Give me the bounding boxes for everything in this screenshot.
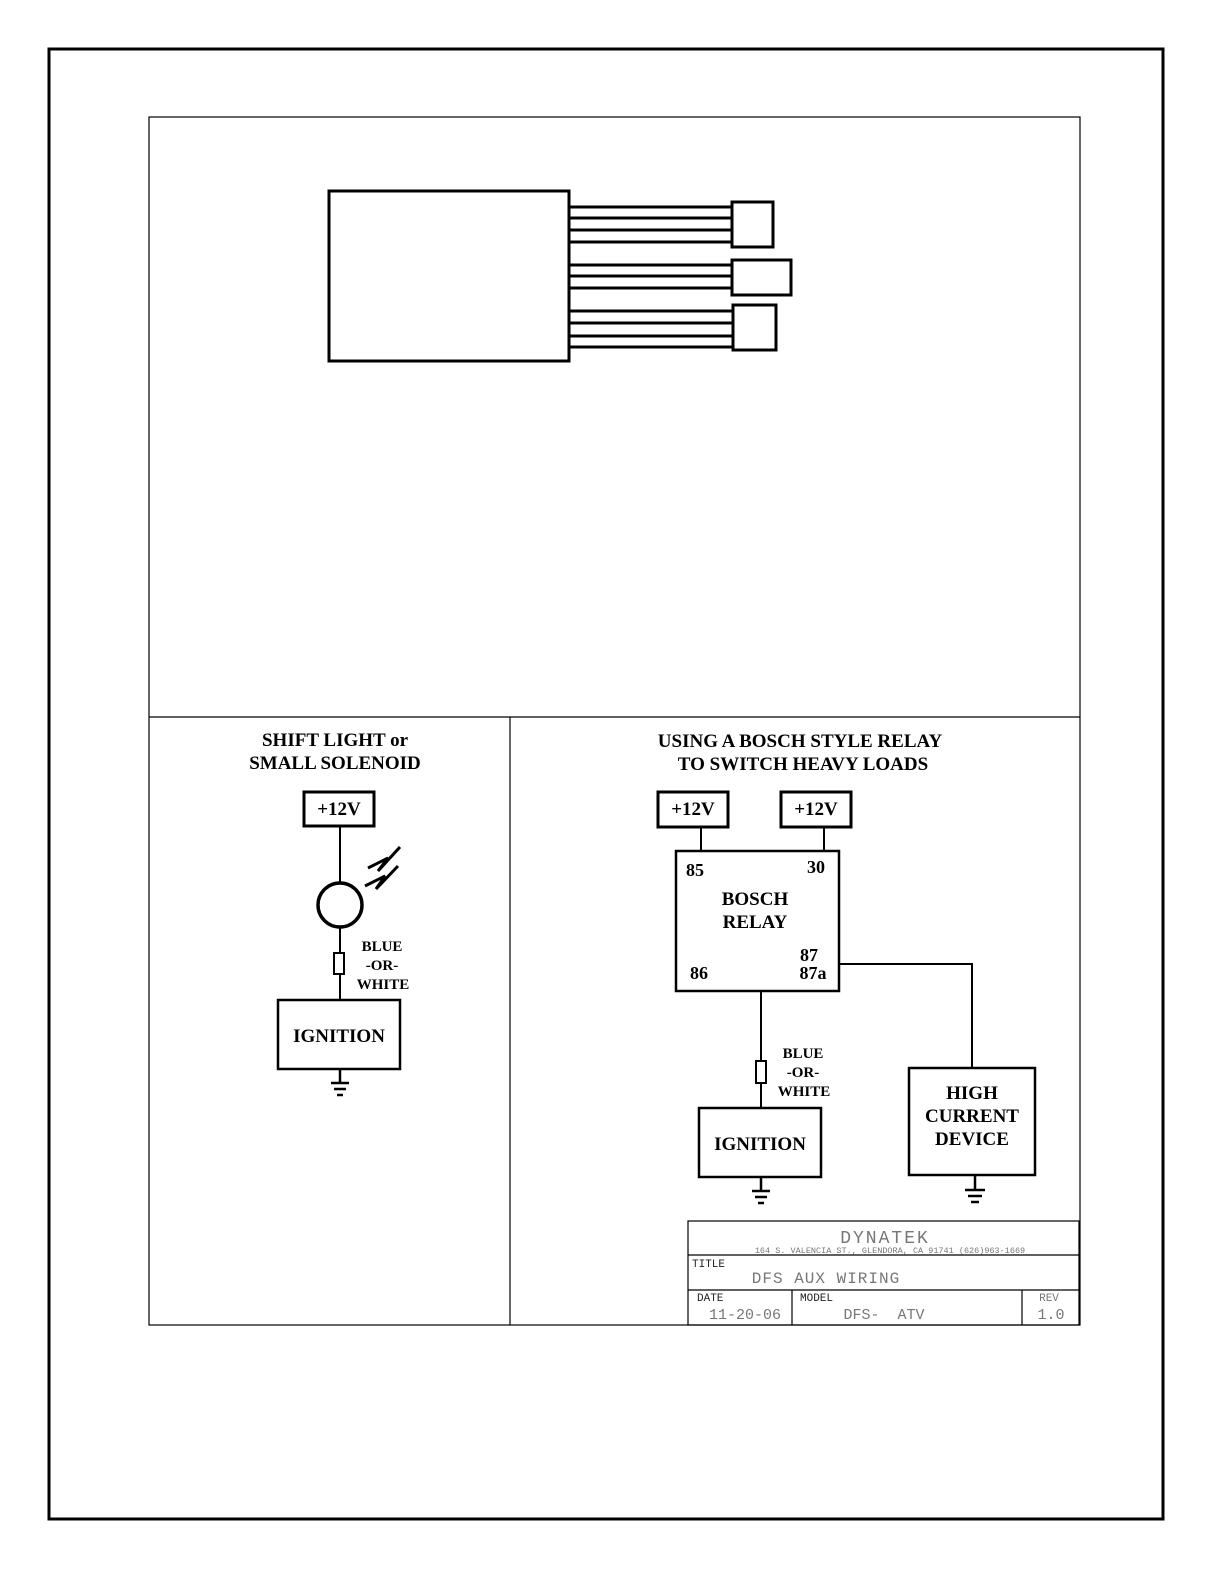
device-label: CURRENT	[925, 1106, 1019, 1127]
section-title: SHIFT LIGHT or	[262, 730, 409, 751]
relay-box	[674, 849, 841, 993]
rev-value: 1.0	[1037, 1307, 1064, 1324]
connector-1	[730, 200, 775, 249]
company-address: 164 S. VALENCIA ST., GLENDORA, CA 91741 …	[755, 1246, 1025, 1256]
title-label: TITLE	[692, 1259, 725, 1271]
shift-light-section: SHIFT LIGHT or SMALL SOLENOID +12V BLUE …	[249, 730, 421, 1097]
light-rays-icon	[364, 845, 402, 891]
ignition-label: IGNITION	[714, 1134, 806, 1155]
section-title: SMALL SOLENOID	[249, 753, 421, 774]
model-value: DFS- ATV	[843, 1307, 924, 1324]
pin-86-label: 86	[690, 963, 708, 983]
pin-30-label: 30	[807, 857, 825, 877]
power-box-left	[656, 790, 730, 829]
wire-color-label: -OR-	[366, 958, 399, 974]
power-label: +12V	[671, 799, 715, 820]
power-box-right	[779, 790, 853, 829]
model-label: MODEL	[800, 1293, 833, 1305]
outer-border	[47, 47, 1165, 1521]
connector-2	[730, 258, 793, 297]
section-title: TO SWITCH HEAVY LOADS	[678, 754, 928, 775]
drawing-frame	[148, 116, 1081, 1326]
connector-3	[731, 303, 778, 352]
title-value: DFS AUX WIRING	[752, 1270, 900, 1288]
harness-wires	[569, 205, 733, 349]
device-label: DEVICE	[935, 1129, 1009, 1150]
fuse-icon	[333, 952, 345, 975]
power-label: +12V	[317, 799, 361, 820]
fuse-icon	[755, 1060, 767, 1084]
ignition-label: IGNITION	[293, 1026, 385, 1047]
date-value: 11-20-06	[709, 1307, 781, 1324]
relay-name: RELAY	[723, 912, 788, 933]
bulb-icon	[316, 881, 364, 929]
title-block: DYNATEK 164 S. VALENCIA ST., GLENDORA, C…	[687, 1220, 1080, 1326]
pin-85-label: 85	[686, 860, 704, 880]
section-title: USING A BOSCH STYLE RELAY	[658, 731, 943, 752]
pin-87-label: 87	[800, 945, 818, 965]
wire-color-label: BLUE	[362, 939, 403, 955]
high-current-device-box	[907, 1066, 1037, 1177]
company-name: DYNATEK	[840, 1229, 930, 1249]
wire-color-label: WHITE	[778, 1084, 831, 1100]
device-label: HIGH	[946, 1083, 998, 1104]
wire-color-label: BLUE	[783, 1046, 824, 1062]
date-label: DATE	[697, 1293, 724, 1305]
ground-icon	[331, 1069, 349, 1097]
wire-color-label: -OR-	[787, 1065, 820, 1081]
control-module	[327, 189, 793, 363]
relay-name: BOSCH	[722, 889, 789, 910]
wire-color-label: WHITE	[357, 977, 410, 993]
ground-icon	[965, 1175, 985, 1204]
power-label: +12V	[794, 799, 838, 820]
rev-label: REV	[1039, 1293, 1059, 1305]
ground-icon	[752, 1177, 770, 1205]
relay-section: USING A BOSCH STYLE RELAY TO SWITCH HEAV…	[656, 731, 1037, 1205]
pin-87a-label: 87a	[800, 963, 827, 983]
